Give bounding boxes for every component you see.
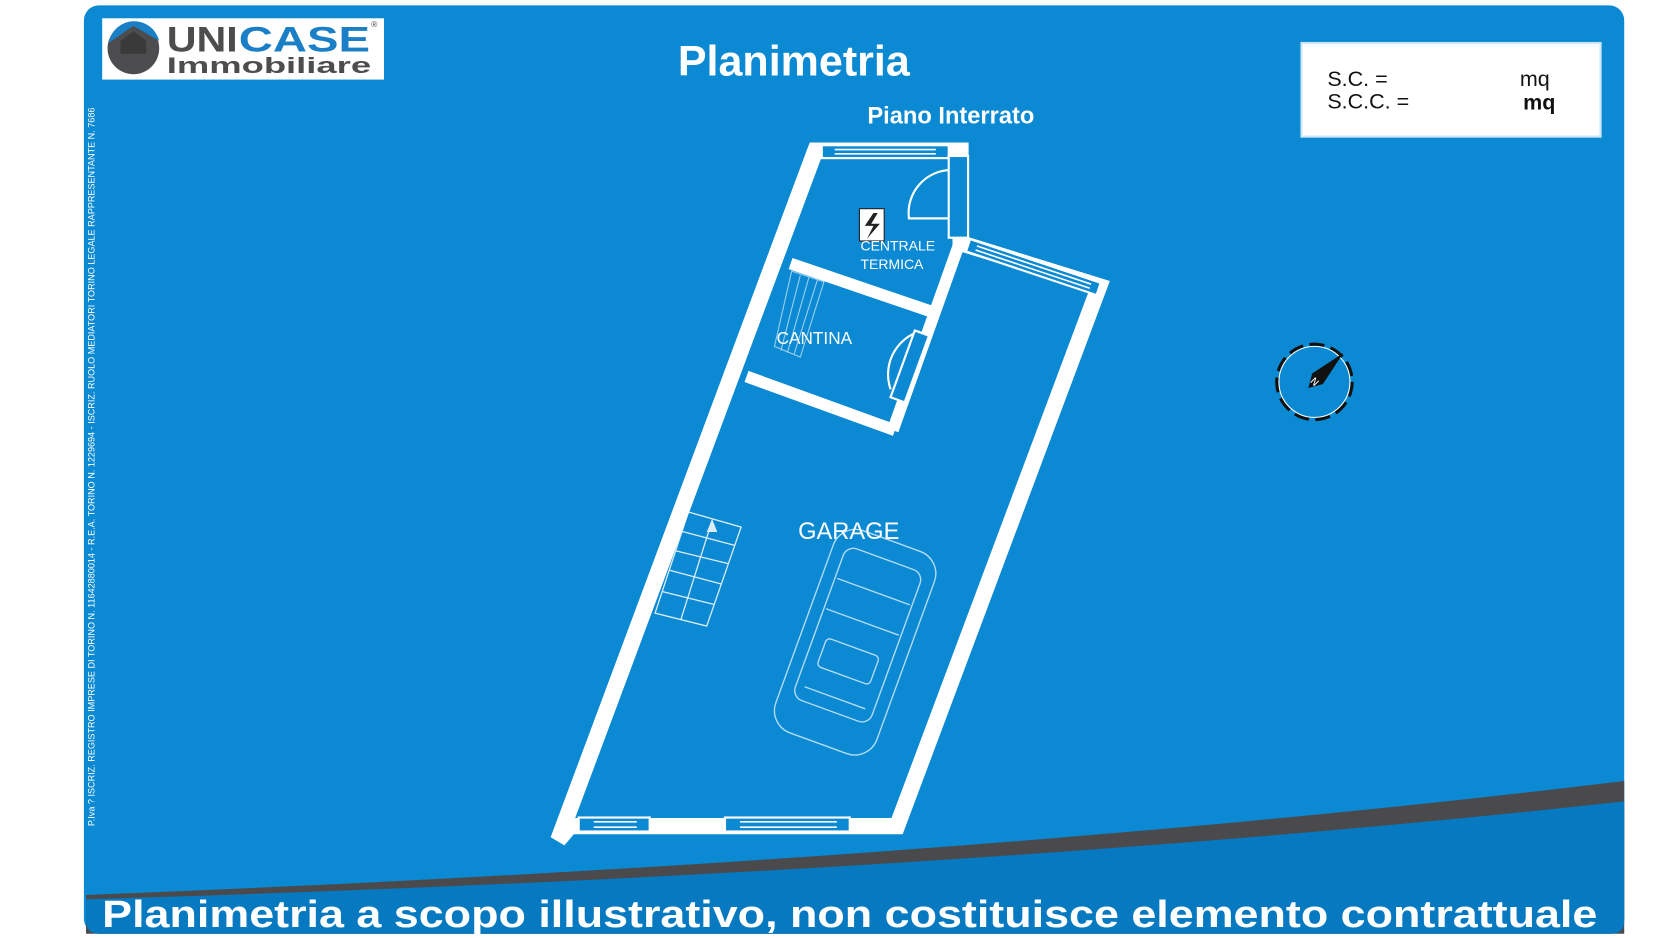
- logo-registered: ®: [371, 19, 378, 29]
- room-label-garage: GARAGE: [798, 519, 899, 545]
- page-title: Planimetria: [678, 37, 911, 85]
- footer-disclaimer: Planimetria a scopo illustrativo, non co…: [102, 893, 1597, 935]
- door-centrale: [907, 168, 952, 220]
- unicase-logo: UNI CASE ® Immobiliare: [102, 18, 385, 80]
- wall-left: [550, 147, 823, 843]
- scc-unit: mq: [1523, 91, 1555, 115]
- wall-cantina-garage: [744, 370, 897, 436]
- room-label-centrale: CENTRALE: [861, 238, 936, 254]
- cantina-shelves: [773, 270, 825, 358]
- doors: [887, 154, 970, 404]
- compass-icon: N: [1275, 342, 1354, 422]
- scc-label: S.C.C. =: [1327, 90, 1409, 114]
- stairs: [654, 511, 742, 627]
- window-right: [964, 237, 1103, 297]
- legal-registration-text: P.Iva ? ISCRIZ. REGISTRO IMPRESE DI TORI…: [87, 108, 97, 827]
- blue-panel: [83, 5, 1625, 934]
- wall-centrale-cantina: [788, 257, 932, 317]
- room-label-termica: TERMICA: [861, 256, 925, 272]
- logo-subtitle: Immobiliare: [167, 53, 371, 78]
- logo-uni: UNI: [167, 20, 238, 60]
- car-outline: [773, 528, 937, 756]
- window-bottom-left: [577, 816, 651, 833]
- house-icon: [120, 31, 147, 54]
- room-label-cantina: CANTINA: [777, 328, 853, 348]
- windows: [577, 144, 1103, 833]
- surface-box: S.C. = mq S.C.C. = mq: [1300, 41, 1602, 138]
- logo-case: CASE: [239, 20, 370, 60]
- sc-unit: mq: [1520, 67, 1550, 91]
- window-top: [820, 144, 950, 160]
- electrical-panel-icon: [858, 208, 885, 242]
- stairs-arrow-icon: [706, 518, 718, 533]
- footer-band: [86, 801, 1625, 934]
- window-bottom-right: [723, 816, 851, 833]
- sc-label: S.C. =: [1327, 67, 1387, 91]
- door-cantina: [887, 330, 920, 390]
- floor-label: Piano Interrato: [867, 104, 1034, 130]
